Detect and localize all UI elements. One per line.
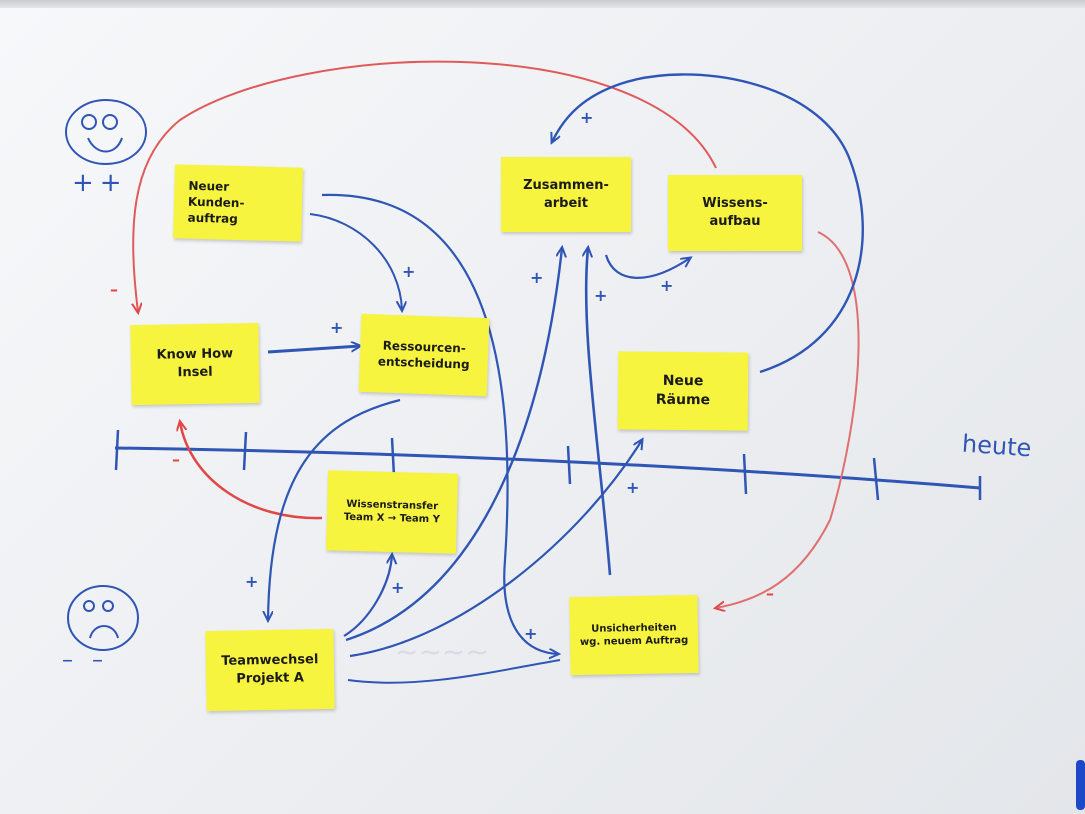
note-label: Neuer Kunden- auftrag: [187, 178, 245, 227]
note-wissensaufbau[interactable]: Wissens- aufbau: [668, 175, 802, 251]
polarity-minus: –: [766, 584, 774, 603]
happy-face-icon: [65, 99, 147, 165]
timeline-tick: [390, 437, 396, 477]
note-zusammenarbeit[interactable]: Zusammen- arbeit: [501, 157, 631, 232]
note-neue-raeume[interactable]: Neue Räume: [617, 351, 749, 431]
timeline-tick: [114, 429, 120, 471]
note-label: Know How Insel: [156, 346, 234, 381]
polarity-minus: –: [172, 450, 180, 469]
arrow-unsicherheiten-to-zusammenarbeit: [586, 248, 612, 576]
polarity-plus: +: [245, 572, 259, 591]
timeline-tick: [872, 457, 880, 501]
polarity-plus: +: [626, 478, 640, 497]
polarity-plus: +: [660, 276, 674, 295]
timeline-tick: [242, 431, 248, 471]
note-label: Neue Räume: [655, 372, 711, 409]
arrow-knowhow-to-ressourcen: [267, 346, 360, 354]
note-wissenstransfer[interactable]: Wissenstransfer Team X → Team Y: [325, 470, 459, 554]
timeline-tick: [742, 453, 748, 495]
note-label: Wissens- aufbau: [702, 196, 768, 229]
arrow-teamwechsel-to-raeume: [349, 440, 642, 658]
note-label: Ressourcen- entscheidung: [377, 338, 470, 372]
arrow-raeume-to-zusammenarbeit: [552, 73, 864, 374]
sad-face-icon: [67, 585, 139, 651]
arrow-teamwechsel-to-wissenstransfer: [343, 555, 392, 637]
sad-label: – –: [62, 648, 109, 673]
arrow-teamwechsel-to-unsicherheiten: [347, 659, 561, 684]
polarity-plus: +: [391, 578, 405, 597]
magnet: [1076, 760, 1085, 810]
polarity-minus: –: [110, 280, 118, 299]
arrow-zusammenarbeit-to-wissensaufbau: [604, 254, 690, 279]
happy-label: ++: [72, 168, 128, 198]
timeline-label: heute: [961, 429, 1033, 463]
note-label: Zusammen- arbeit: [523, 177, 609, 211]
note-know-how-insel[interactable]: Know How Insel: [130, 322, 260, 406]
arrow-wissenstransfer-to-knowhow: [180, 422, 323, 520]
note-unsicherheiten[interactable]: Unsicherheiten wg. neuem Auftrag: [569, 594, 699, 676]
arrow-kunden-to-ressourcen: [309, 213, 402, 310]
polarity-plus: +: [580, 108, 594, 127]
polarity-plus: +: [530, 268, 544, 287]
arrow-ressourcen-to-teamwechsel: [268, 398, 401, 620]
note-neuer-kundenauftrag[interactable]: Neuer Kunden- auftrag: [173, 164, 303, 242]
polarity-plus: +: [594, 286, 608, 305]
polarity-plus: +: [330, 318, 344, 337]
arrow-wissensaufbau-to-knowhow: [133, 60, 717, 312]
timeline-axis: [114, 446, 981, 490]
note-label: Teamwechsel Projekt A: [221, 652, 319, 687]
arrow-kunden-to-unsicherheiten: [321, 193, 558, 654]
timeline: [114, 429, 982, 501]
arrow-teamwechsel-to-zusammenarbeit: [345, 248, 562, 642]
note-teamwechsel[interactable]: Teamwechsel Projekt A: [205, 628, 335, 712]
note-label: Wissenstransfer Team X → Team Y: [343, 498, 441, 526]
timeline-tick: [566, 445, 572, 485]
note-label: Unsicherheiten wg. neuem Auftrag: [579, 621, 689, 648]
arrow-wissensaufbau-to-unsicherheiten: [716, 231, 860, 608]
whiteboard-frame: [0, 0, 1085, 8]
note-ressourcenentscheidung[interactable]: Ressourcen- entscheidung: [358, 313, 490, 397]
polarity-plus: +: [402, 262, 416, 281]
polarity-plus: +: [524, 624, 538, 643]
